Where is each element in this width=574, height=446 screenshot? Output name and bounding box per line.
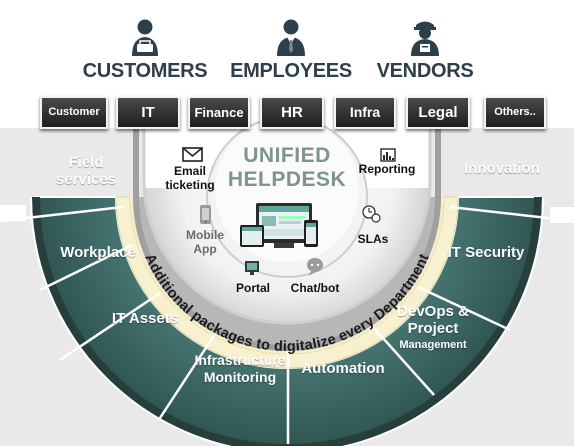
dashboard-illustration bbox=[240, 203, 318, 248]
feature-reporting: Reporting bbox=[352, 162, 422, 176]
segment-infrastructure-monitoring[interactable]: Infrastructure Monitoring bbox=[180, 352, 300, 386]
segment-workplace[interactable]: Workplace bbox=[48, 244, 148, 261]
segment-devops[interactable]: DevOps & Project Management bbox=[385, 303, 481, 354]
segment-infra-line2: Monitoring bbox=[203, 369, 277, 385]
right-end-bar bbox=[550, 207, 574, 223]
segment-infra-line1: Infrastructure bbox=[194, 352, 286, 368]
audience-customers: CUSTOMERS bbox=[80, 18, 210, 83]
segment-dividers bbox=[0, 205, 574, 444]
feature-mobile: Mobile App bbox=[176, 228, 234, 256]
segment-it-security[interactable]: IT Security bbox=[436, 244, 536, 261]
portal-monitor-icon bbox=[245, 261, 259, 275]
audience-label: EMPLOYEES bbox=[230, 60, 352, 82]
feature-portal: Portal bbox=[228, 281, 278, 295]
hub-title-line2: HELPDESK bbox=[227, 168, 347, 191]
clock-icon bbox=[362, 205, 381, 223]
audience-vendors: VENDORS bbox=[360, 18, 490, 83]
feature-email-line1: Email bbox=[173, 164, 206, 178]
feature-chatbot: Chat/bot bbox=[284, 281, 346, 295]
dept-customer[interactable]: Customer bbox=[40, 96, 108, 129]
feature-email: Email ticketing bbox=[160, 164, 220, 192]
feature-chatbot-label: Chat/bot bbox=[290, 281, 340, 295]
segment-devops-line2: Project bbox=[407, 320, 459, 337]
segment-field-services-line1: Field bbox=[68, 154, 104, 171]
feature-reporting-label: Reporting bbox=[358, 162, 416, 176]
segment-innovation[interactable]: Innovation bbox=[452, 160, 552, 177]
employee-icon bbox=[277, 19, 305, 56]
hub-top-rim bbox=[133, 128, 441, 351]
dept-it[interactable]: IT bbox=[116, 96, 180, 129]
segment-devops-line1: DevOps & bbox=[397, 303, 469, 320]
segment-it-assets-label: IT Assets bbox=[111, 310, 179, 327]
hub-inner-rim bbox=[142, 128, 432, 325]
report-icon bbox=[380, 148, 396, 162]
dept-others[interactable]: Others.. bbox=[484, 96, 546, 129]
customer-icon bbox=[132, 19, 158, 56]
feature-portal-label: Portal bbox=[235, 281, 270, 295]
feature-email-line2: ticketing bbox=[165, 178, 215, 192]
envelope-icon bbox=[182, 147, 203, 162]
segment-field-services[interactable]: Field services bbox=[44, 154, 128, 188]
segment-automation-label: Automation bbox=[301, 360, 385, 377]
ring-white-rim bbox=[30, 196, 544, 446]
segment-it-assets[interactable]: IT Assets bbox=[100, 310, 190, 327]
dept-hr[interactable]: HR bbox=[260, 96, 324, 129]
segment-field-services-line2: services bbox=[55, 171, 117, 188]
feature-slas: SLAs bbox=[348, 232, 398, 246]
hub-title-line1: UNIFIED bbox=[243, 144, 331, 167]
segment-workplace-label: Workplace bbox=[60, 244, 136, 261]
segment-automation[interactable]: Automation bbox=[295, 360, 391, 377]
vendor-icon bbox=[411, 21, 439, 56]
dept-infra[interactable]: Infra bbox=[334, 96, 396, 129]
mobile-phone-icon bbox=[200, 205, 211, 224]
left-end-bar bbox=[0, 205, 26, 221]
audience-label: CUSTOMERS bbox=[82, 60, 208, 82]
segment-devops-line3: Management bbox=[399, 339, 467, 351]
dept-legal[interactable]: Legal bbox=[406, 96, 470, 129]
feature-mobile-line1: Mobile bbox=[186, 228, 224, 242]
segment-it-security-label: IT Security bbox=[447, 244, 525, 261]
audience-employees: EMPLOYEES bbox=[226, 18, 356, 83]
dept-finance[interactable]: Finance bbox=[188, 96, 250, 129]
ring-dark-rim bbox=[32, 196, 542, 446]
feature-slas-label: SLAs bbox=[357, 232, 389, 246]
hub-title: UNIFIED HELPDESK bbox=[212, 144, 362, 192]
audience-label: VENDORS bbox=[376, 60, 474, 82]
chatbot-icon bbox=[307, 258, 323, 276]
segment-innovation-label: Innovation bbox=[464, 160, 540, 177]
feature-mobile-line2: App bbox=[193, 242, 217, 256]
